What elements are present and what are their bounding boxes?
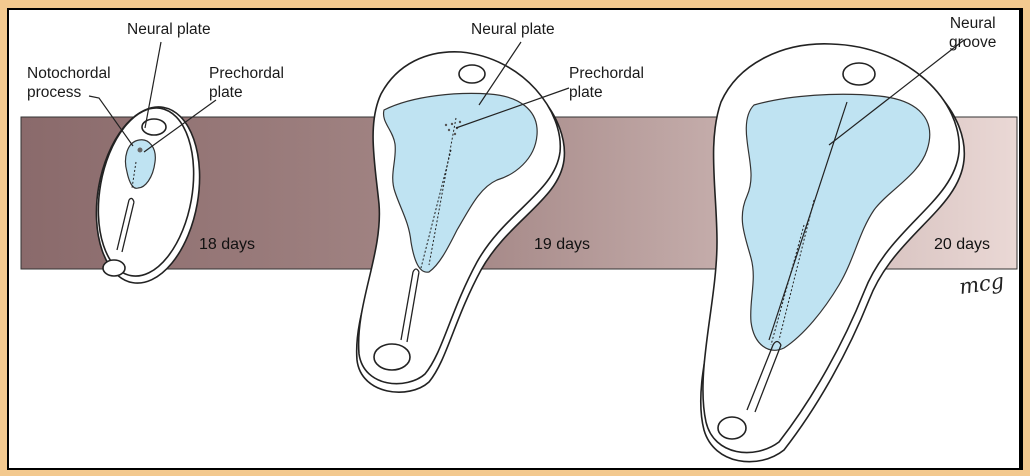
stage-label-18-days: 18 days: [199, 235, 255, 255]
figure-frame: Neural plate Notochordal process Prechor…: [7, 8, 1023, 470]
label-neural-plate-18: Neural plate: [127, 20, 211, 39]
label-neural-groove: Neural groove: [949, 14, 996, 52]
label-prechordal-plate-19: Prechordal plate: [569, 64, 644, 102]
label-prechordal-plate-18: Prechordal plate: [209, 64, 284, 102]
embryo-illustration: [9, 10, 1019, 468]
figure-panel: Neural plate Notochordal process Prechor…: [9, 10, 1019, 468]
stage-label-19-days: 19 days: [534, 235, 590, 255]
stage-label-20-days: 20 days: [934, 235, 990, 255]
label-notochordal-process: Notochordal process: [27, 64, 111, 102]
label-neural-plate-19: Neural plate: [471, 20, 555, 39]
